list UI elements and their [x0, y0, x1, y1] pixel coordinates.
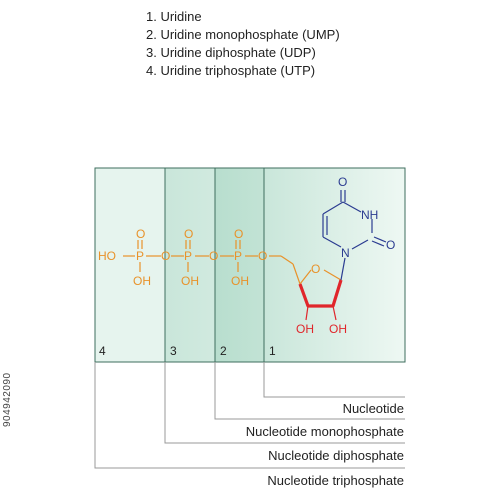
region-number-2: 2: [220, 344, 227, 358]
region-panels: [94, 167, 406, 363]
atom-o-top-3: O: [234, 227, 243, 241]
atom-oh-bottom-1: OH: [133, 274, 151, 288]
region-number-3: 3: [170, 344, 177, 358]
atom-oh-2prime: OH: [296, 322, 314, 336]
ribose-sugar: O OH OH: [292, 257, 347, 336]
bracket-monophosphate: [214, 362, 405, 420]
atom-o-c2: O: [386, 238, 395, 252]
atom-nh-n3: NH: [361, 208, 378, 222]
region-1-panel: [263, 167, 406, 363]
label-nucleotide-triphosphate: Nucleotide triphosphate: [267, 473, 404, 488]
atom-o-c4: O: [338, 175, 347, 189]
bracket-nucleotide: [263, 362, 405, 398]
uracil-base: O NH N O: [322, 175, 395, 260]
legend-item-udp: 3. Uridine diphosphate (UDP): [146, 45, 316, 60]
atom-n-n1: N: [341, 246, 350, 260]
phosphate-chain: HO P O P O P O O O O OH OH OH: [98, 227, 294, 288]
legend-list: 1. Uridine 2. Uridine monophosphate (UMP…: [146, 8, 340, 80]
atom-o-top-1: O: [136, 227, 145, 241]
legend-item-ump: 2. Uridine monophosphate (UMP): [146, 27, 340, 42]
brackets: [94, 362, 405, 469]
atom-p-gamma: P: [136, 249, 144, 263]
atom-o-bridge-1: O: [161, 249, 170, 263]
legend-item-utp: 4. Uridine triphosphate (UTP): [146, 63, 316, 78]
atom-p-alpha: P: [234, 249, 242, 263]
atom-oh-bottom-2: OH: [181, 274, 199, 288]
stock-id-watermark: 904942090: [2, 372, 13, 428]
atom-oh-3prime: OH: [329, 322, 347, 336]
bracket-diphosphate: [164, 362, 405, 444]
atom-p-beta: P: [184, 249, 192, 263]
bracket-triphosphate: [94, 362, 405, 469]
atom-o-ring: O: [311, 262, 320, 276]
legend-item-uridine: 1. Uridine: [146, 9, 202, 24]
label-nucleotide-monophosphate: Nucleotide monophosphate: [246, 424, 404, 439]
region-number-4: 4: [99, 344, 106, 358]
atom-o-top-2: O: [184, 227, 193, 241]
atom-ho-terminal: HO: [98, 249, 116, 263]
atom-oh-bottom-3: OH: [231, 274, 249, 288]
atom-o-ester: O: [258, 249, 267, 263]
region-number-1: 1: [269, 344, 276, 358]
label-nucleotide-diphosphate: Nucleotide diphosphate: [268, 448, 404, 463]
atom-o-bridge-2: O: [209, 249, 218, 263]
label-nucleotide: Nucleotide: [343, 401, 404, 416]
